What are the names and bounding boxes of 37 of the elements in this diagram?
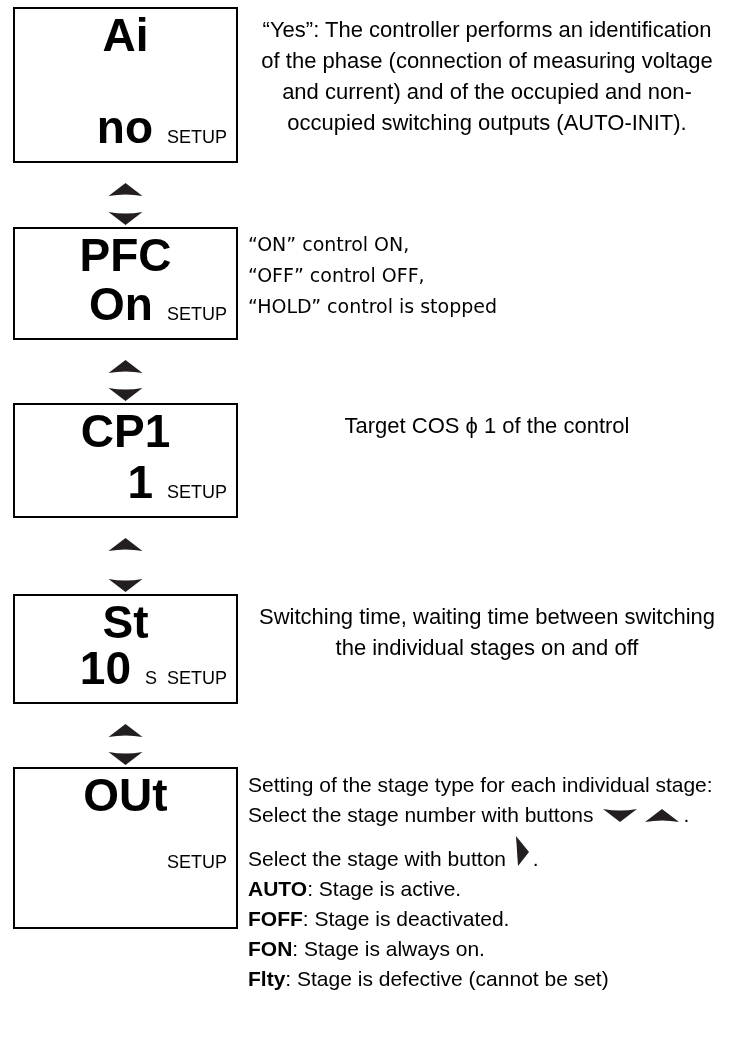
description-text: Setting of the stage type for each individual stage:: [248, 772, 714, 798]
description-text: “ON” control ON,: [248, 232, 411, 257]
display-box: [13, 767, 238, 929]
punctuation: .: [683, 803, 690, 826]
description-text: AUTO: Stage is active.: [248, 876, 463, 902]
setup-indicator: SETUP: [167, 481, 227, 504]
display-box: [13, 7, 238, 163]
setup-indicator: SETUP: [167, 126, 227, 149]
display-box: [13, 403, 238, 518]
description-text: FOFF: Stage is deactivated.: [248, 906, 511, 932]
setup-indicator: SETUP: [167, 303, 227, 326]
setup-indicator: SETUP: [167, 851, 227, 874]
description-text: “OFF” control OFF,: [248, 263, 426, 288]
description-text: Target COS ϕ 1 of the control: [343, 412, 631, 440]
parameter-code: Ai: [101, 9, 150, 61]
up-down-arrows: [108, 538, 143, 592]
punctuation: .: [532, 847, 539, 870]
description-text: “Yes”: The controller performs an identification of the phase (connection of measuring voltage and current) and of the occupied and non-occupied switching outputs (AUTO-INIT).: [260, 16, 714, 137]
description-text: “HOLD” control is stopped: [248, 294, 499, 319]
parameter-code: OUt: [82, 769, 169, 821]
up-down-arrows: [108, 183, 143, 225]
parameter-code: CP1: [79, 405, 172, 457]
parameter-value: 1: [127, 456, 153, 508]
parameter-value: no: [96, 101, 153, 153]
description-text: Switching time, waiting time between switching the individual stages on and off: [257, 603, 717, 662]
description-text: Flty: Stage is defective (cannot be set): [248, 966, 610, 992]
up-down-arrows: [108, 724, 143, 765]
up-down-arrows: [108, 360, 143, 401]
setup-indicator: SETUP: [167, 667, 227, 690]
unit-text: S: [144, 667, 157, 690]
display-box: [13, 227, 238, 340]
parameter-code: PFC: [78, 229, 173, 281]
description-text: Select the stage with button: [248, 847, 506, 870]
description-text: Select the stage number with buttons: [248, 803, 594, 826]
description-text: FON: Stage is always on.: [248, 936, 486, 962]
display-box: [13, 594, 238, 704]
parameter-value: On: [89, 278, 153, 330]
